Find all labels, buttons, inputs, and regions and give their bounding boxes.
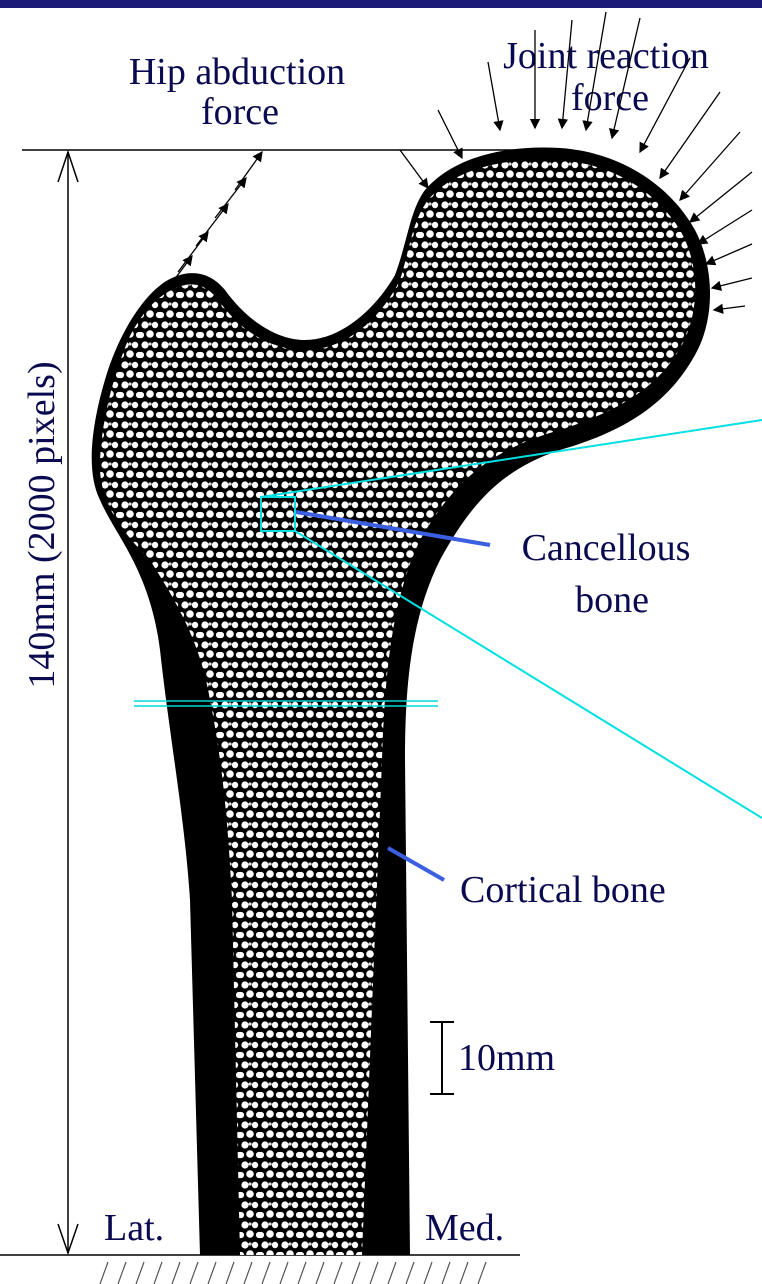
hip-abduction-label-line1: Hip abduction bbox=[129, 51, 345, 93]
cancellous-label-line2: bone bbox=[575, 579, 649, 621]
medial-label: Med. bbox=[425, 1207, 504, 1249]
scale-bar-label: 10mm bbox=[458, 1037, 555, 1079]
cancellous-label-line1: Cancellous bbox=[522, 527, 691, 569]
joint-reaction-label-line1: Joint reaction bbox=[503, 35, 709, 77]
height-dimension-label: 140mm (2000 pixels) bbox=[21, 361, 63, 688]
joint-reaction-label-line2: force bbox=[571, 77, 649, 119]
lateral-label: Lat. bbox=[104, 1207, 164, 1249]
cortical-label: Cortical bone bbox=[460, 869, 666, 911]
hip-abduction-label-line2: force bbox=[201, 91, 279, 133]
scale-bar bbox=[430, 1022, 454, 1094]
ground-hatching bbox=[100, 1262, 486, 1284]
hip-abduction-force-arrows bbox=[168, 152, 262, 288]
height-dimension-arrow bbox=[58, 152, 78, 1253]
